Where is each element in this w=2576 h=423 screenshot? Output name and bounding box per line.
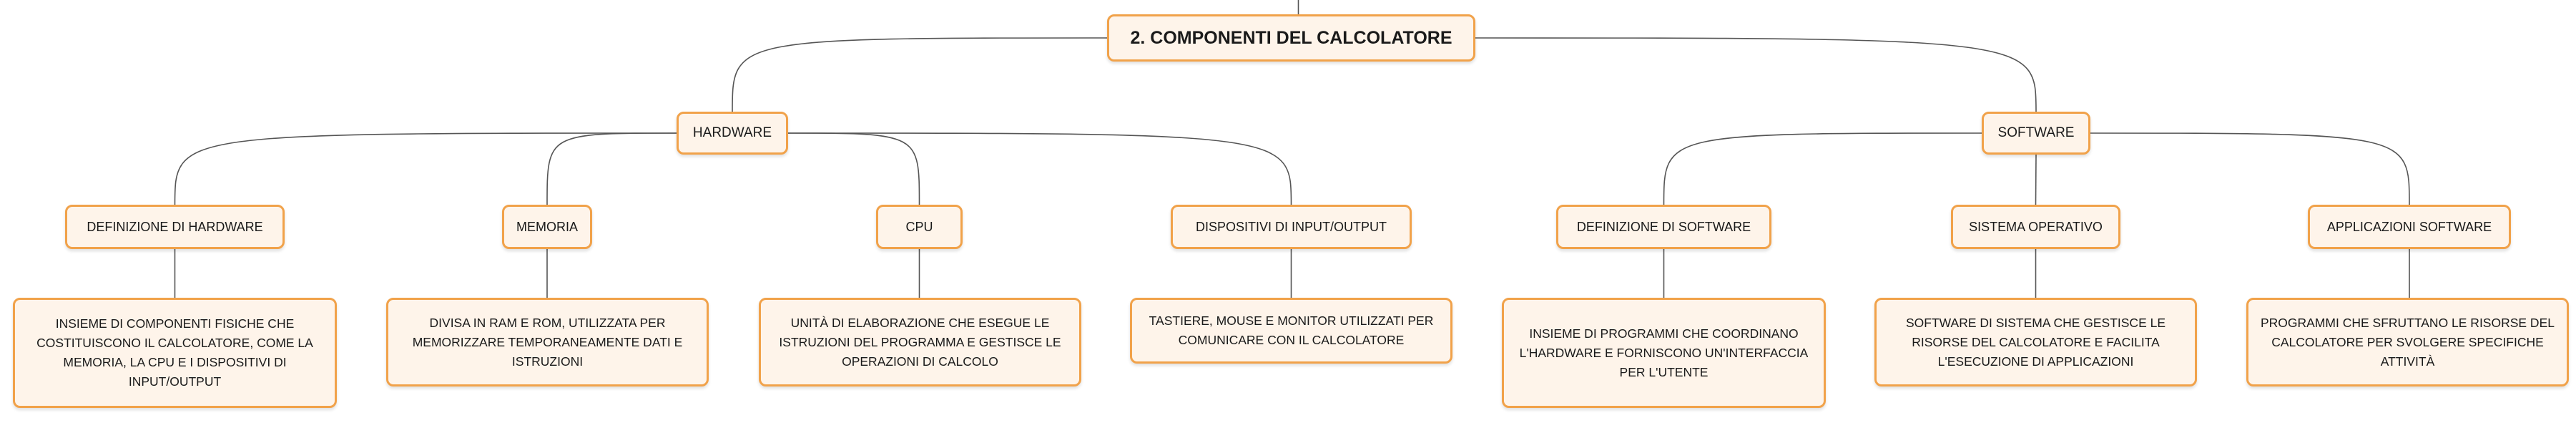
- hardware-child-connector-0: [174, 132, 677, 205]
- software-definition-node[interactable]: DEFINIZIONE DI SOFTWARE: [1556, 205, 1771, 249]
- operating-system-node[interactable]: SISTEMA OPERATIVO: [1951, 205, 2120, 249]
- root-node[interactable]: 2. COMPONENTI DEL CALCOLATORE: [1107, 14, 1475, 62]
- memory-detail[interactable]: DIVISA IN RAM E ROM, UTILIZZATA PER MEMO…: [386, 298, 709, 386]
- operating-system-detail[interactable]: SOFTWARE DI SISTEMA CHE GESTISCE LE RISO…: [1874, 298, 2197, 386]
- cpu-node[interactable]: CPU: [876, 205, 963, 249]
- root-software-connector: [1475, 37, 2037, 112]
- io-devices-node[interactable]: DISPOSITIVI DI INPUT/OUTPUT: [1171, 205, 1412, 249]
- hardware-child-connector-1: [546, 132, 677, 205]
- software-applications-node[interactable]: APPLICAZIONI SOFTWARE: [2308, 205, 2511, 249]
- memory-node[interactable]: MEMORIA: [502, 205, 592, 249]
- hardware-definition-detail[interactable]: INSIEME DI COMPONENTI FISICHE CHE COSTIT…: [13, 298, 337, 408]
- hardware-child-connector-3: [787, 132, 1292, 205]
- software-node[interactable]: SOFTWARE: [1982, 112, 2090, 155]
- software-child-connector-0: [1663, 132, 1982, 205]
- hardware-child-connector-2: [787, 132, 920, 205]
- software-child-connector-1: [2035, 154, 2037, 205]
- software-applications-detail[interactable]: PROGRAMMI CHE SFRUTTANO LE RISORSE DEL C…: [2246, 298, 2569, 386]
- hardware-node[interactable]: HARDWARE: [677, 112, 788, 155]
- software-definition-detail[interactable]: INSIEME DI PROGRAMMI CHE COORDINANO L'HA…: [1502, 298, 1826, 408]
- software-child-connector-2: [2090, 132, 2410, 205]
- root-hardware-connector: [732, 37, 1108, 112]
- io-devices-detail[interactable]: TASTIERE, MOUSE E MONITOR UTILIZZATI PER…: [1130, 298, 1452, 364]
- cpu-detail[interactable]: UNITÀ DI ELABORAZIONE CHE ESEGUE LE ISTR…: [759, 298, 1081, 386]
- hardware-definition-node[interactable]: DEFINIZIONE DI HARDWARE: [65, 205, 285, 249]
